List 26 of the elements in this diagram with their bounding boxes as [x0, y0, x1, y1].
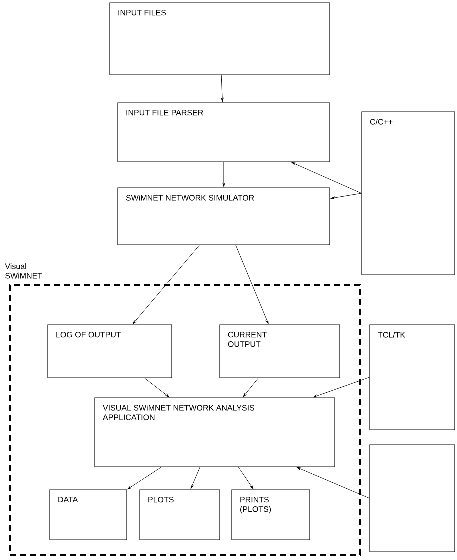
empty-box — [370, 444, 456, 552]
process-box: CURRENT OUTPUT — [220, 324, 340, 378]
arrow — [297, 467, 370, 499]
process-box: TCL/TK — [370, 324, 456, 430]
process-box: DATA — [50, 490, 128, 540]
process-box: SWiMNET NETWORK SIMULATOR — [118, 188, 330, 246]
process-box: LOG OF OUTPUT — [48, 324, 172, 378]
arrow — [330, 193, 362, 200]
arrow — [238, 467, 254, 490]
arrow — [243, 378, 259, 398]
process-box: INPUT FILES — [110, 2, 330, 76]
process-box: INPUT FILE PARSER — [118, 102, 330, 162]
arrow — [190, 467, 200, 490]
arrow — [221, 75, 224, 102]
arrow — [236, 245, 269, 324]
node-label: Visual SWiMNET — [5, 263, 42, 279]
process-box: C/C++ — [362, 112, 456, 276]
arrow — [222, 162, 226, 188]
arrow — [292, 162, 362, 194]
arrow — [313, 377, 370, 398]
arrow — [128, 467, 162, 490]
arrow — [132, 245, 200, 324]
process-box: PLOTS — [140, 490, 220, 540]
process-box: PRINTS (PLOTS) — [232, 490, 310, 540]
process-box: VISUAL SWiMNET NETWORK ANALYSIS APPLICATION — [94, 398, 336, 468]
arrow — [144, 378, 170, 398]
